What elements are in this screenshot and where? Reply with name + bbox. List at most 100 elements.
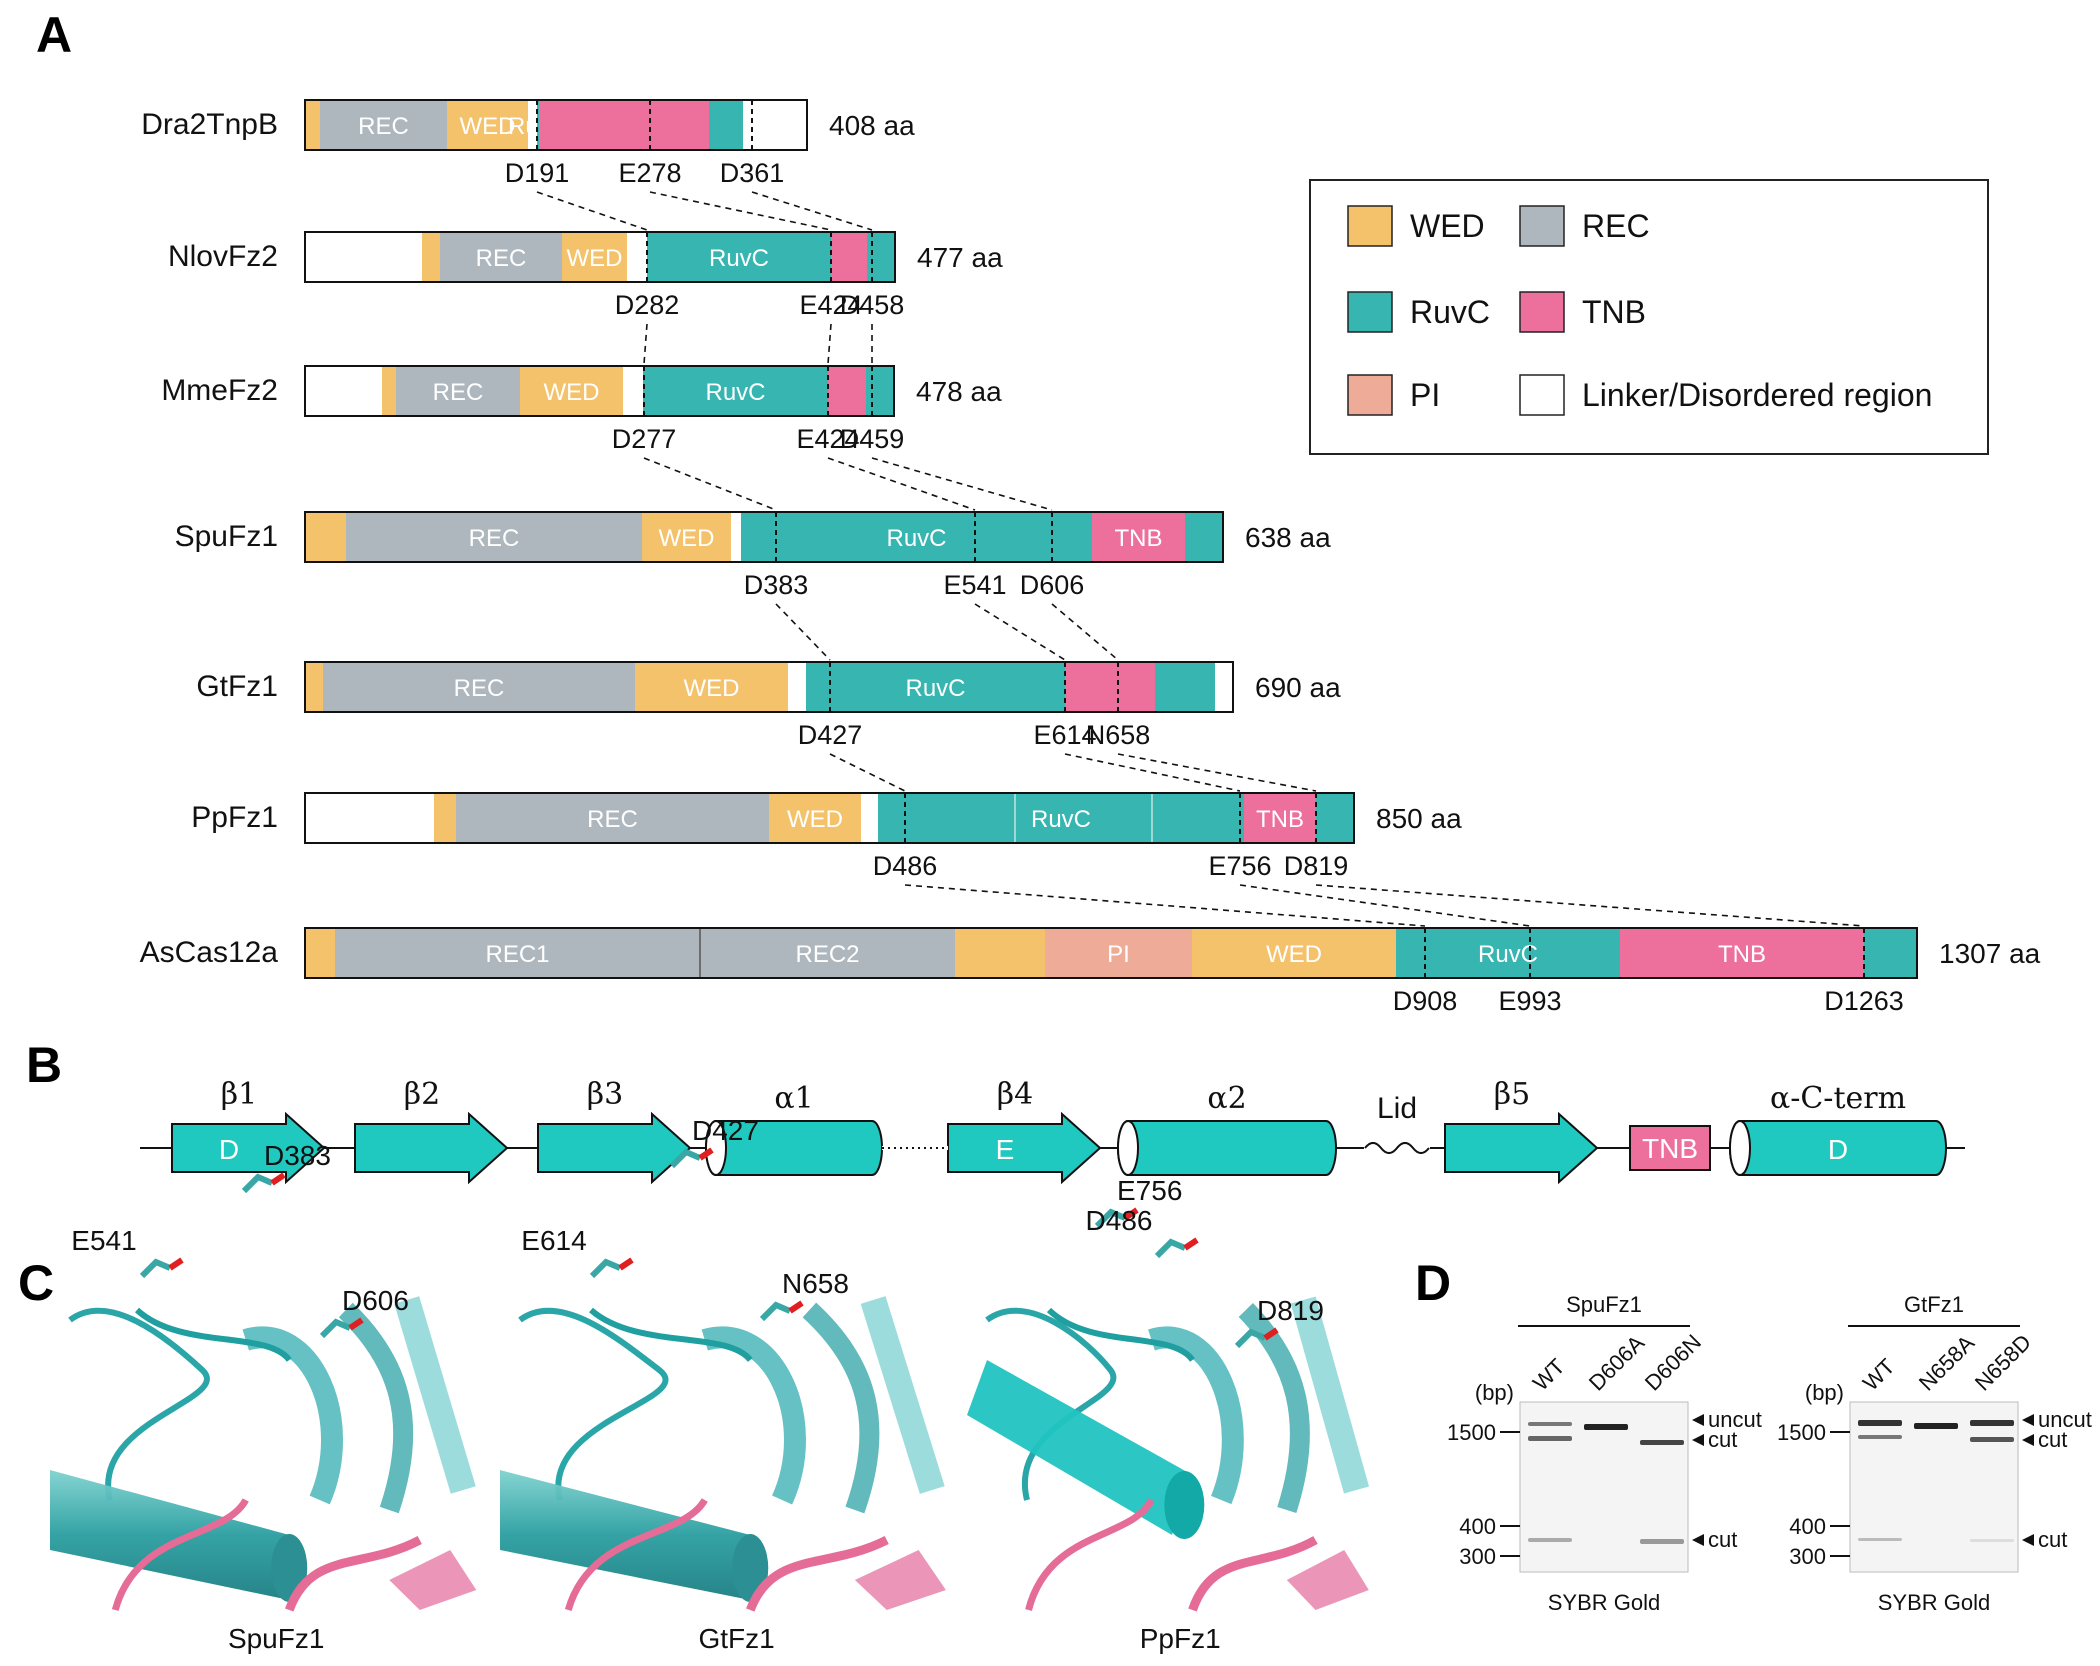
tnb-strand-arrow [389, 1550, 477, 1610]
domain-wed [382, 366, 396, 416]
element-label: Lid [1377, 1092, 1417, 1125]
site-label: N658 [1086, 720, 1151, 750]
protein-length: 690 aa [1255, 672, 1341, 703]
topology-box: TNB [1629, 1125, 1711, 1171]
site-label: E424 [799, 290, 862, 320]
legend-label: TNB [1582, 294, 1646, 330]
residue-oxygen [618, 1257, 634, 1271]
helix-tube [500, 1470, 751, 1600]
beta-strand-arrow [947, 1111, 1102, 1185]
tnb-loop-ribbon [111, 1498, 249, 1611]
tnb-strand-arrow [1286, 1550, 1369, 1610]
domain-linker [627, 232, 647, 282]
domain-linker [305, 793, 434, 843]
domain-rec [323, 662, 635, 712]
site-label: D361 [720, 158, 785, 188]
gel-band [1640, 1440, 1684, 1445]
site-connector [904, 884, 1426, 927]
legend-label: WED [1410, 208, 1485, 244]
residue-oxygen [1123, 1207, 1139, 1221]
domain-wed [1192, 928, 1396, 978]
topology-arrow: β1D [171, 1077, 326, 1185]
stain-label: SYBR Gold [1878, 1590, 1991, 1615]
domain-label: RuvC [905, 675, 965, 702]
site-connector [829, 753, 906, 792]
band-pointer-icon [2022, 1534, 2034, 1546]
residue-sidechain [319, 1318, 352, 1339]
domain-rec [440, 232, 562, 282]
domain-wed [769, 793, 861, 843]
site-connector [827, 323, 832, 365]
protein-bar-outline [304, 231, 896, 283]
size-marker: 400 [1459, 1514, 1496, 1539]
site-label: E756 [1208, 851, 1271, 881]
domain-ruvc [643, 366, 828, 416]
domain-wed [955, 928, 1045, 978]
domain-wed [305, 662, 323, 712]
domain-label: RuvC [1478, 941, 1538, 968]
legend-swatch-ruvc [1347, 291, 1393, 333]
domain-wed [305, 512, 346, 562]
topology-helix: α1 [705, 1081, 883, 1176]
domain-linker [528, 100, 537, 150]
tnb-loop-ribbon [746, 1535, 889, 1612]
residue-sidechain [759, 1301, 792, 1322]
residue-label: D819 [1257, 1295, 1324, 1326]
domain-rec [346, 512, 642, 562]
site-connector [1064, 753, 1241, 792]
site-connector [1117, 753, 1317, 792]
lane-label: D606A [1584, 1330, 1649, 1395]
domain-wed [422, 232, 440, 282]
domain-label: TNB [1718, 941, 1766, 968]
gel-band [1858, 1435, 1902, 1439]
legend-swatch-linker [1519, 374, 1565, 416]
domain-tnb [831, 232, 867, 282]
legend-label: RuvC [1410, 294, 1490, 330]
gel-title: GtFz1 [1904, 1292, 1964, 1317]
beta-strand-ribbon [394, 1296, 476, 1494]
gel-band [1914, 1423, 1958, 1429]
domain-label: WED [460, 113, 516, 140]
domain-ruvc [709, 100, 743, 150]
domain-label: RuvC [1031, 806, 1091, 833]
element-label: β5 [1494, 1077, 1530, 1112]
band-label: cut [1708, 1527, 1737, 1552]
tnb-loop-ribbon [564, 1498, 708, 1611]
site-label: D277 [612, 424, 677, 454]
protein-bar-outline [304, 661, 1234, 713]
size-marker: 300 [1459, 1544, 1496, 1569]
band-pointer-icon [2022, 1414, 2034, 1426]
residue-oxygen [788, 1300, 804, 1314]
element-inner-label: E [996, 1134, 1015, 1165]
residue-oxygen [698, 1147, 714, 1161]
gel-band [1858, 1538, 1902, 1541]
residue-label: E614 [521, 1225, 586, 1256]
domain-label: REC [469, 525, 520, 552]
site-label: D1263 [1824, 986, 1904, 1016]
site-connector [643, 323, 648, 365]
size-marker: 400 [1789, 1514, 1826, 1539]
element-inner-label: D [1828, 1134, 1848, 1165]
domain-label: TNB [1256, 806, 1304, 833]
residue-label: D486 [1086, 1205, 1153, 1236]
domain-rec [320, 100, 447, 150]
beta-strand-ribbon [1148, 1326, 1244, 1505]
helix-cap [1729, 1120, 1751, 1176]
band-pointer-icon [1692, 1434, 1704, 1446]
tnb-loop-ribbon [1188, 1536, 1318, 1612]
residue-sidechain [139, 1258, 172, 1279]
beta-strand-arrow [171, 1111, 326, 1185]
protein-name: AsCas12a [140, 936, 279, 969]
beta-strand-arrow [354, 1111, 509, 1185]
residue-label: N658 [782, 1268, 849, 1299]
site-connector [536, 191, 648, 231]
stain-label: SYBR Gold [1548, 1590, 1661, 1615]
loop-ribbon [589, 1307, 753, 1363]
